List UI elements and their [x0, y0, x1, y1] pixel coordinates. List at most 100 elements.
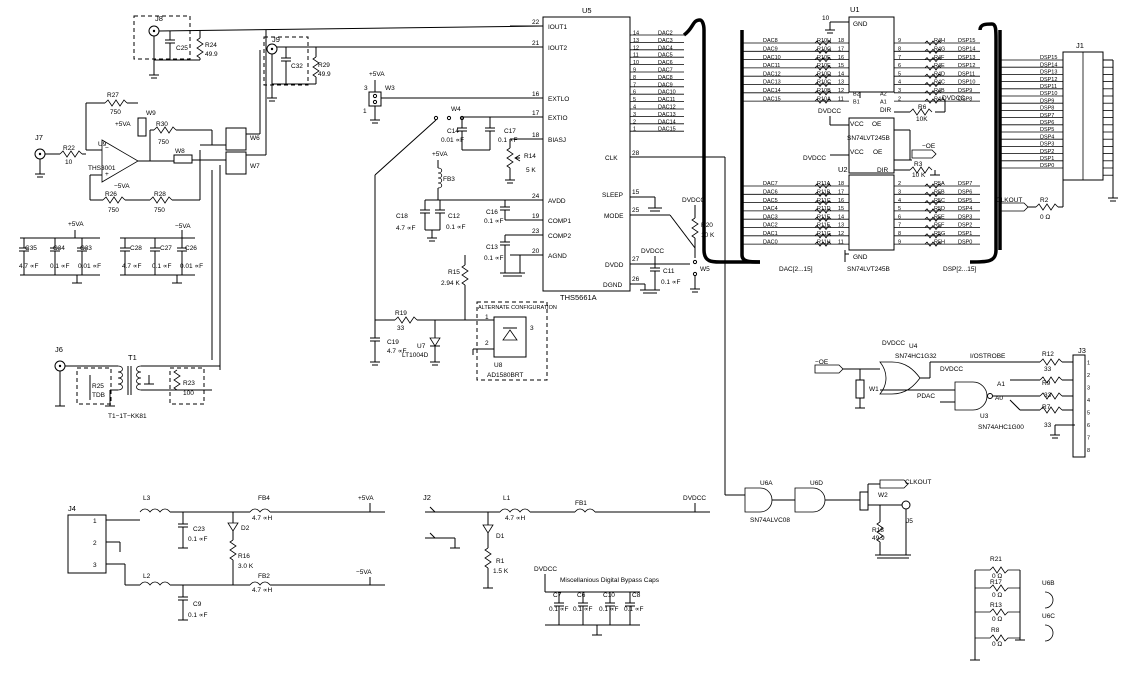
- u2-part: SN74LVT245B: [847, 266, 890, 273]
- u2-a-net: DSP5: [958, 198, 972, 204]
- u1-a-resistor: [924, 81, 942, 88]
- u1-b-pin-number: 16: [838, 55, 844, 61]
- misc-bypass: DVDCC Miscellanious Digital Bypass Caps …: [534, 566, 660, 636]
- u2-b-resistor: [814, 199, 832, 206]
- svg-text:IOUT1: IOUT1: [548, 24, 568, 31]
- u2-a-resistor-ref: R5B: [934, 190, 945, 196]
- svg-text:W7: W7: [250, 163, 260, 170]
- svg-text:C12: C12: [448, 213, 460, 220]
- svg-text:U4: U4: [909, 343, 918, 350]
- u1-a-net: DSP12: [958, 63, 975, 69]
- svg-text:49.9: 49.9: [318, 71, 331, 78]
- svg-text:L1: L1: [503, 495, 511, 502]
- svg-text:OE: OE: [872, 121, 882, 128]
- svg-text:0.1 ∝F: 0.1 ∝F: [188, 536, 207, 543]
- svg-text:750: 750: [158, 139, 169, 146]
- svg-text:5 K: 5 K: [526, 167, 536, 174]
- j3-pin-number: 1: [1087, 361, 1090, 367]
- svg-text:4.7 ∝H: 4.7 ∝H: [505, 515, 525, 522]
- u1-b-pin-number: 14: [838, 71, 844, 77]
- svg-text:R13: R13: [990, 602, 1002, 609]
- u5-pin-net: DAC10: [658, 90, 676, 96]
- u1-a-pin-number: 2: [898, 96, 901, 102]
- svg-text:SN74ALVC08: SN74ALVC08: [750, 517, 790, 524]
- svg-text:FB3: FB3: [443, 176, 455, 183]
- svg-text:24: 24: [532, 193, 540, 200]
- svg-text:+: +: [105, 171, 109, 178]
- u1-b-pin-number: 13: [838, 80, 844, 86]
- svg-text:C13: C13: [486, 244, 498, 251]
- svg-text:0.1 ∝F: 0.1 ∝F: [549, 606, 568, 613]
- svg-text:0.1 ∝F: 0.1 ∝F: [50, 263, 69, 270]
- u5-pin-net: DAC13: [658, 112, 676, 118]
- u2-b-net: DAC5: [763, 198, 778, 204]
- u1-b-resistor-ref: R10G: [817, 47, 831, 53]
- svg-text:+5VA: +5VA: [115, 121, 131, 128]
- w6-w7-jumpers[interactable]: W6 W7: [211, 30, 267, 370]
- svg-text:R23: R23: [183, 380, 195, 387]
- j3-pin-number: 6: [1087, 423, 1090, 429]
- u1-a-resistor-ref: R4E: [934, 63, 945, 69]
- u5-pin-net: DAC11: [658, 97, 675, 103]
- j3-pin-number: 2: [1087, 373, 1090, 379]
- svg-text:0.1 ∝F: 0.1 ∝F: [188, 612, 207, 619]
- u1-body: [848, 16, 895, 93]
- svg-text:DVDCC: DVDCC: [940, 366, 963, 373]
- svg-text:750: 750: [154, 207, 165, 214]
- j3-pin-number: 5: [1087, 411, 1090, 417]
- u2-b-resistor-ref: R11B: [817, 190, 831, 196]
- u1-b-net: DAC13: [763, 80, 781, 86]
- svg-text:R3: R3: [914, 161, 923, 168]
- u1-b-resistor-ref: R10B: [817, 88, 831, 94]
- j1-net-label: DSP6: [1040, 120, 1054, 126]
- u1-b-resistor-ref: R10D: [817, 71, 831, 77]
- svg-text:GND: GND: [853, 254, 868, 261]
- svg-text:0.1 ∝F: 0.1 ∝F: [498, 137, 517, 144]
- u2-b-pin-number: 11: [838, 239, 844, 245]
- u5-pin-number: 14: [633, 31, 639, 37]
- svg-text:PDAC: PDAC: [917, 393, 935, 400]
- svg-text:T1−1T−KK81: T1−1T−KK81: [108, 413, 147, 420]
- u2-a-resistor-ref: R5C: [934, 198, 945, 204]
- svg-text:3.0 K: 3.0 K: [238, 563, 254, 570]
- u1-a-pin-name: A1: [880, 100, 887, 106]
- u5-pin-number: 7: [633, 82, 636, 88]
- u1-a-resistor: [924, 40, 942, 46]
- svg-text:U7: U7: [417, 343, 426, 350]
- svg-text:SLEEP: SLEEP: [602, 192, 623, 199]
- u2-a-resistor-ref: R5H: [934, 239, 945, 245]
- u5-pin-net: DAC14: [658, 119, 676, 125]
- w3-extlo[interactable]: +5VA W3 3 1: [363, 71, 543, 124]
- u1-b-pin-number: 17: [838, 47, 844, 53]
- svg-text:C7: C7: [553, 592, 562, 599]
- svg-text:C35: C35: [25, 245, 37, 252]
- svg-text:33: 33: [1044, 422, 1052, 429]
- u2-a-resistor: [924, 191, 942, 197]
- u1-b-resistor: [814, 81, 832, 88]
- u1-a-pin-number: 3: [898, 88, 901, 94]
- svg-text:VCC: VCC: [850, 121, 864, 128]
- u5-pin-number: 12: [633, 45, 639, 51]
- svg-text:DVDCC: DVDCC: [942, 95, 965, 102]
- svg-text:W6: W6: [250, 135, 260, 142]
- svg-text:IOUT2: IOUT2: [548, 45, 568, 52]
- u1-b-resistor-ref: R10F: [817, 55, 831, 61]
- u1-a-resistor-ref: R4G: [934, 47, 945, 53]
- svg-text:−5VA: −5VA: [114, 183, 130, 190]
- svg-text:U6D: U6D: [810, 480, 823, 487]
- u5-pin-net: DAC12: [658, 105, 676, 111]
- svg-text:W3: W3: [385, 85, 395, 92]
- u2-b-net: DAC2: [763, 223, 778, 229]
- u1-b-resistor: [814, 56, 832, 63]
- u2-b-resistor-ref: R11E: [817, 214, 831, 220]
- u1-b-pin-number: 12: [838, 88, 844, 94]
